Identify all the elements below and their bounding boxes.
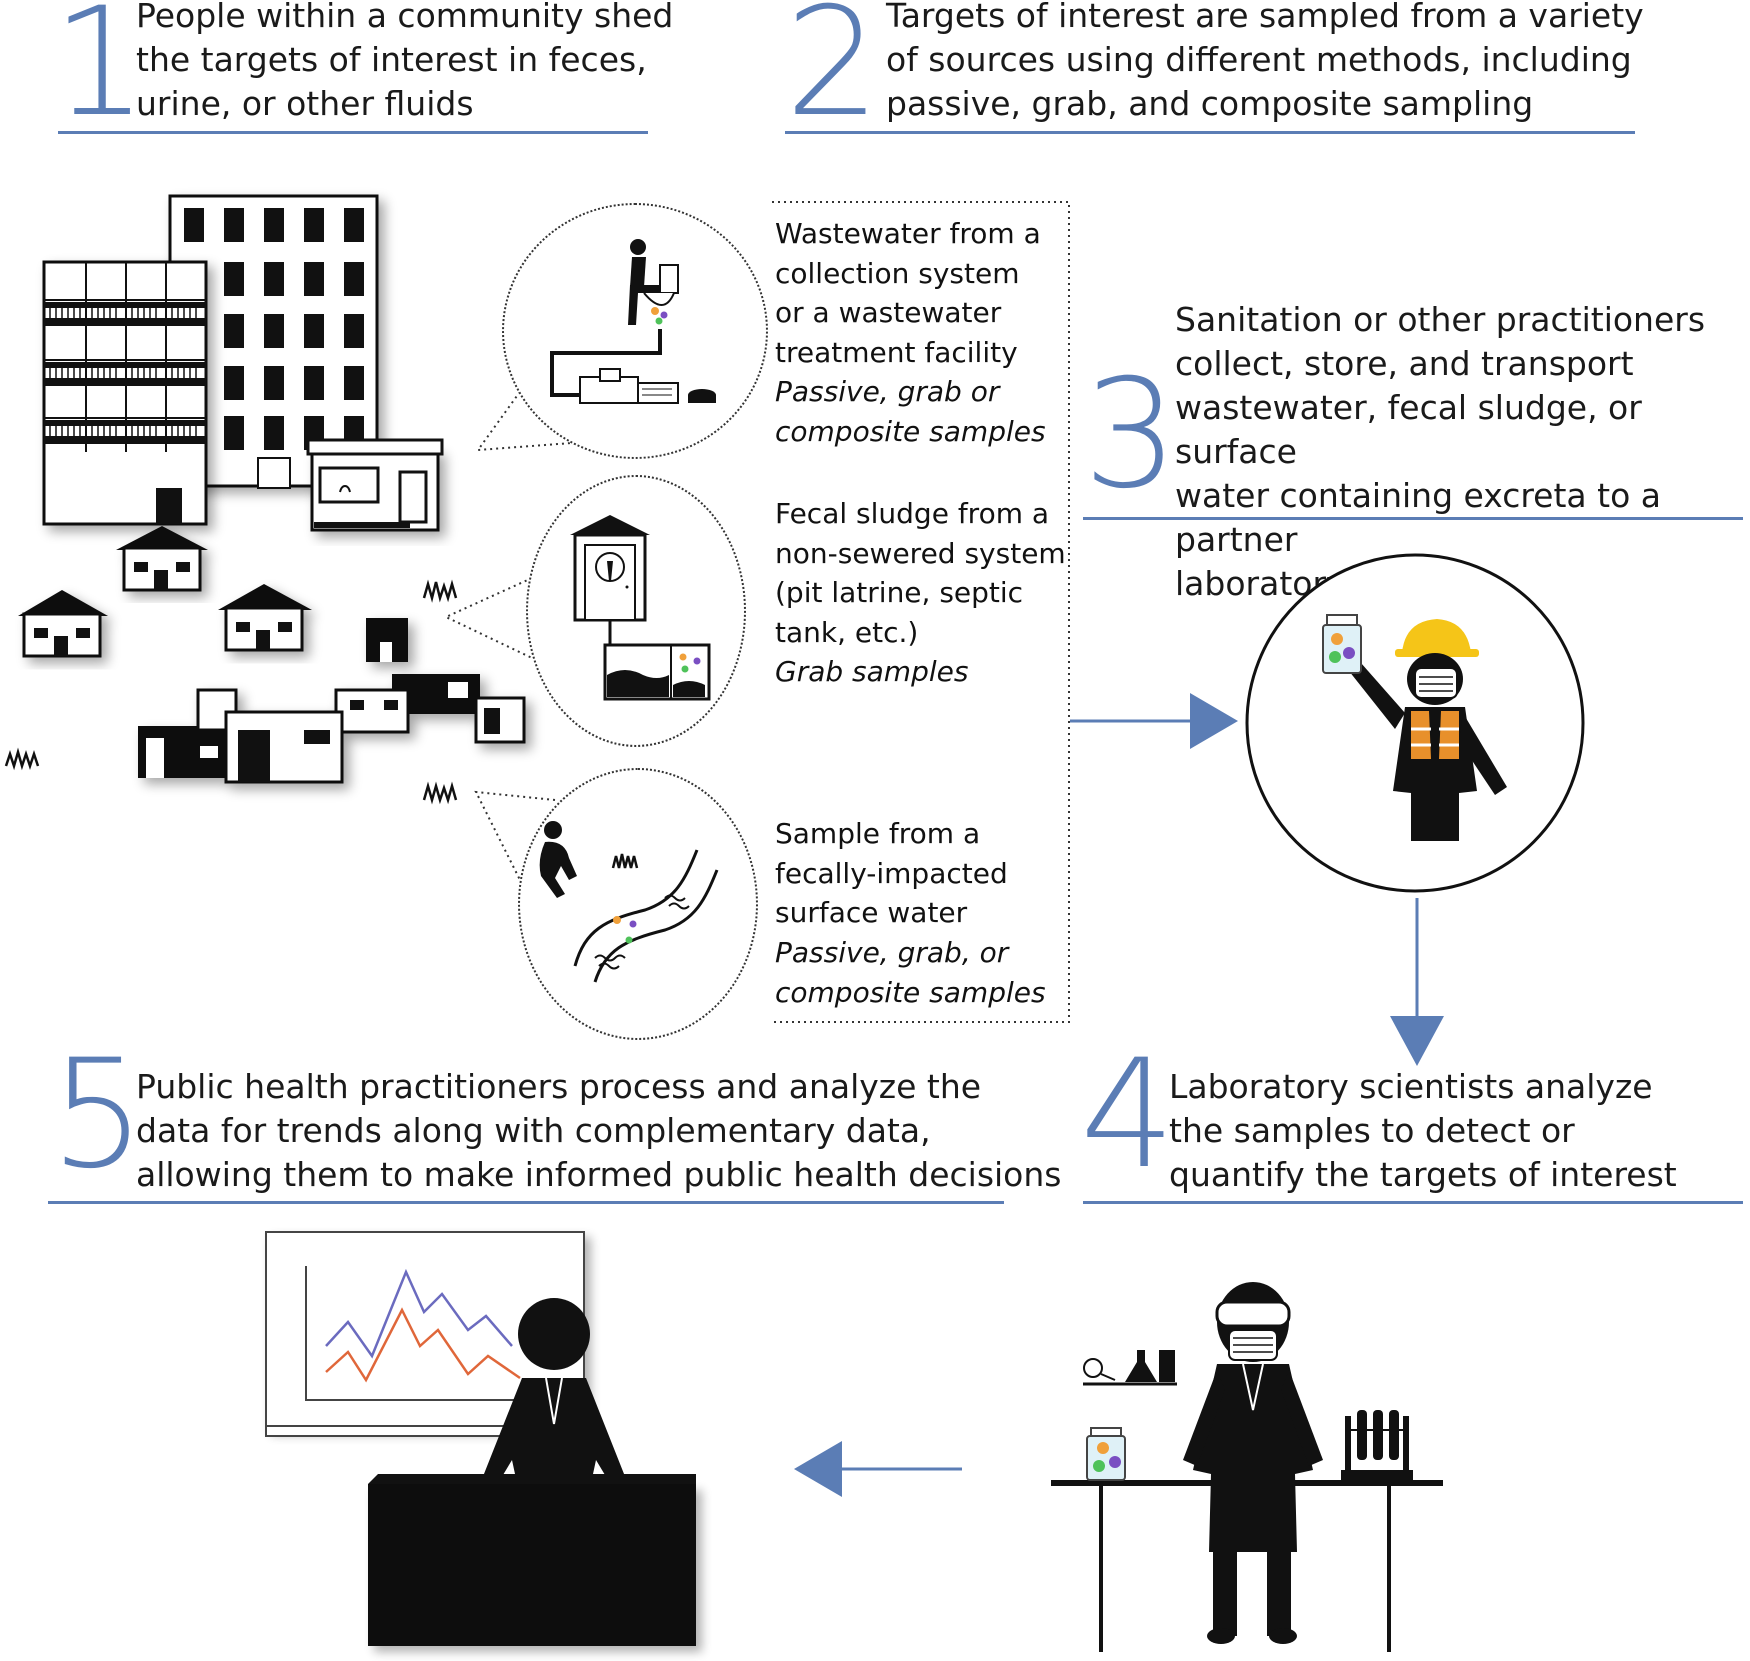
sanitation-worker-icon (1245, 553, 1585, 893)
step-3-number: 3 (1083, 348, 1179, 522)
step-1-number: 1 (52, 0, 148, 150)
step-4-text: Laboratory scientists analyze the sample… (1169, 1067, 1677, 1194)
source-3-bubble (518, 768, 758, 1040)
step-2-number: 2 (785, 0, 881, 150)
step-5-text: Public health practitioners process and … (136, 1067, 1062, 1194)
step-4-number: 4 (1080, 1028, 1176, 1202)
source-1-methods: Passive, grab or composite samples (775, 375, 1046, 448)
step-1-underline (58, 131, 648, 134)
step-1-text: People within a community shed the targe… (136, 0, 674, 123)
source-1-description: Wastewater from a collection system or a… (775, 217, 1041, 369)
source-3-methods: Passive, grab, or composite samples (775, 936, 1046, 1009)
toilet-sewer-icon (550, 239, 716, 404)
step-2-text: Targets of interest are sampled from a v… (886, 0, 1644, 123)
source-2-description: Fecal sludge from a non-sewered system (… (775, 497, 1066, 649)
step-5-underline (48, 1201, 1004, 1204)
public-health-analyst-icon (265, 1231, 696, 1646)
lab-scientist-icon (1051, 1282, 1443, 1652)
step-3-text: Sanitation or other practitioners collec… (1175, 300, 1706, 603)
source-3-description: Sample from a fecally-impacted surface w… (775, 817, 1008, 929)
community-buildings-icon (4, 194, 526, 805)
step-5-number: 5 (50, 1028, 146, 1202)
source-2-methods: Grab samples (775, 655, 969, 688)
step-2-underline (785, 131, 1635, 134)
step-4-underline (1083, 1201, 1743, 1204)
step-3-underline (1083, 517, 1743, 520)
open-defecation-river-icon (539, 821, 719, 983)
pit-latrine-icon (570, 515, 711, 701)
